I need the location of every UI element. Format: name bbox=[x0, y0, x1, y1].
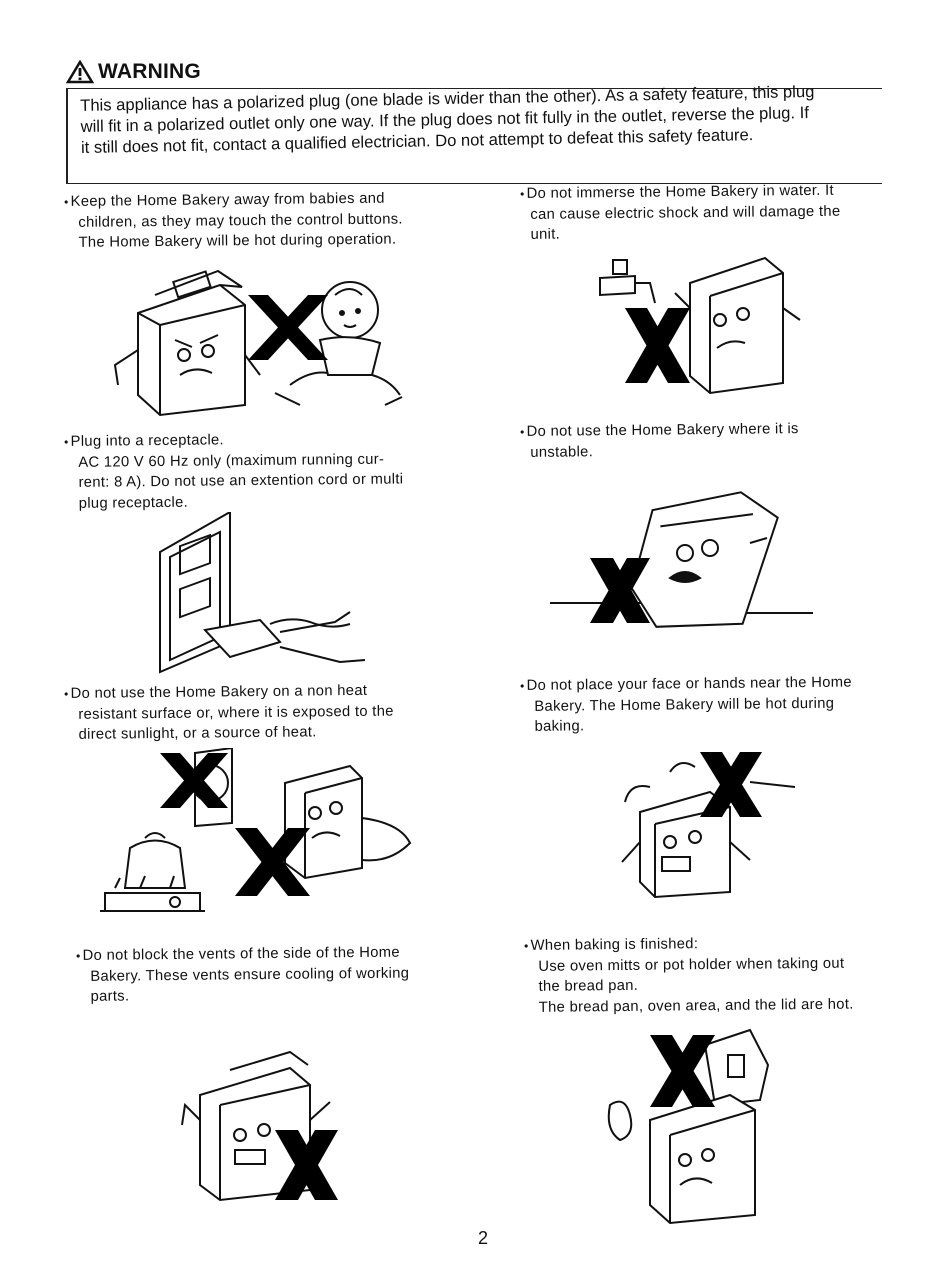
x-mark-icon bbox=[590, 558, 650, 623]
item-line: Do not use the Home Bakery on a non heat bbox=[70, 682, 368, 702]
item-line: plug receptacle. bbox=[78, 494, 189, 512]
item-line: parts. bbox=[90, 988, 130, 1005]
illustration-bakery-and-baby bbox=[113, 269, 403, 417]
illustration-outlet-plug bbox=[159, 512, 366, 674]
caution-item-vents: •Do not block the vents of the side of t… bbox=[76, 942, 477, 1008]
caution-item-unstable: •Do not use the Home Bakery where it is … bbox=[520, 418, 900, 463]
warning-header: WARNING bbox=[66, 58, 201, 86]
item-line: The bread pan, oven area, and the lid ar… bbox=[538, 996, 854, 1016]
item-line: Do not block the vents of the side of th… bbox=[82, 944, 400, 964]
item-line: Do not use the Home Bakery where it is bbox=[526, 421, 799, 440]
item-line: baking. bbox=[534, 718, 585, 735]
caution-item-water: •Do not immerse the Home Bakery in water… bbox=[520, 180, 901, 245]
item-line: Do not place your face or hands near the… bbox=[526, 674, 852, 694]
item-line: When baking is finished: bbox=[530, 936, 699, 954]
item-line: The Home Bakery will be hot during opera… bbox=[78, 231, 397, 251]
warning-box bbox=[66, 88, 882, 184]
bullet: • bbox=[520, 186, 525, 201]
x-mark-icon bbox=[650, 1035, 715, 1107]
item-line: unit. bbox=[530, 226, 561, 243]
bullet: • bbox=[64, 434, 69, 449]
bullet: • bbox=[64, 686, 69, 701]
illustration-open-lid bbox=[607, 1028, 770, 1225]
x-mark-icon bbox=[275, 1130, 338, 1200]
bullet: • bbox=[76, 948, 81, 963]
illustration-unstable bbox=[550, 491, 813, 628]
caution-item-heat: •Do not use the Home Bakery on a non hea… bbox=[64, 680, 465, 746]
bullet: • bbox=[520, 678, 525, 693]
caution-item-receptacle: •Plug into a receptacle. AC 120 V 60 Hz … bbox=[64, 428, 465, 514]
illustration-heat-sources bbox=[100, 748, 412, 912]
x-mark-icon bbox=[248, 295, 328, 360]
warning-title: WARNING bbox=[98, 60, 201, 83]
item-line: unstable. bbox=[530, 443, 594, 461]
caution-item-babies: •Keep the Home Bakery away from babies a… bbox=[64, 188, 465, 254]
caution-item-face: •Do not place your face or hands near th… bbox=[520, 672, 901, 737]
bullet: • bbox=[520, 424, 525, 439]
x-mark-icon bbox=[700, 752, 762, 817]
caution-item-finished: •When baking is finished: Use oven mitts… bbox=[524, 932, 905, 1018]
bullet: • bbox=[64, 194, 69, 209]
x-mark-icon bbox=[235, 828, 310, 896]
illustration-water-faucet bbox=[599, 256, 801, 395]
illustration-blocked-vents bbox=[181, 1050, 338, 1202]
illustration-hot-steam bbox=[621, 752, 796, 899]
x-mark-icon bbox=[160, 753, 228, 808]
x-mark-icon bbox=[625, 308, 690, 383]
warning-triangle-icon bbox=[66, 60, 94, 84]
page-number: 2 bbox=[478, 1228, 489, 1248]
item-line: direct sunlight, or a source of heat. bbox=[78, 724, 317, 743]
item-line: Plug into a receptacle. bbox=[70, 432, 225, 450]
bullet: • bbox=[524, 938, 529, 953]
item-line: Keep the Home Bakery away from babies an… bbox=[70, 190, 385, 210]
item-line: Do not immerse the Home Bakery in water.… bbox=[526, 182, 834, 202]
